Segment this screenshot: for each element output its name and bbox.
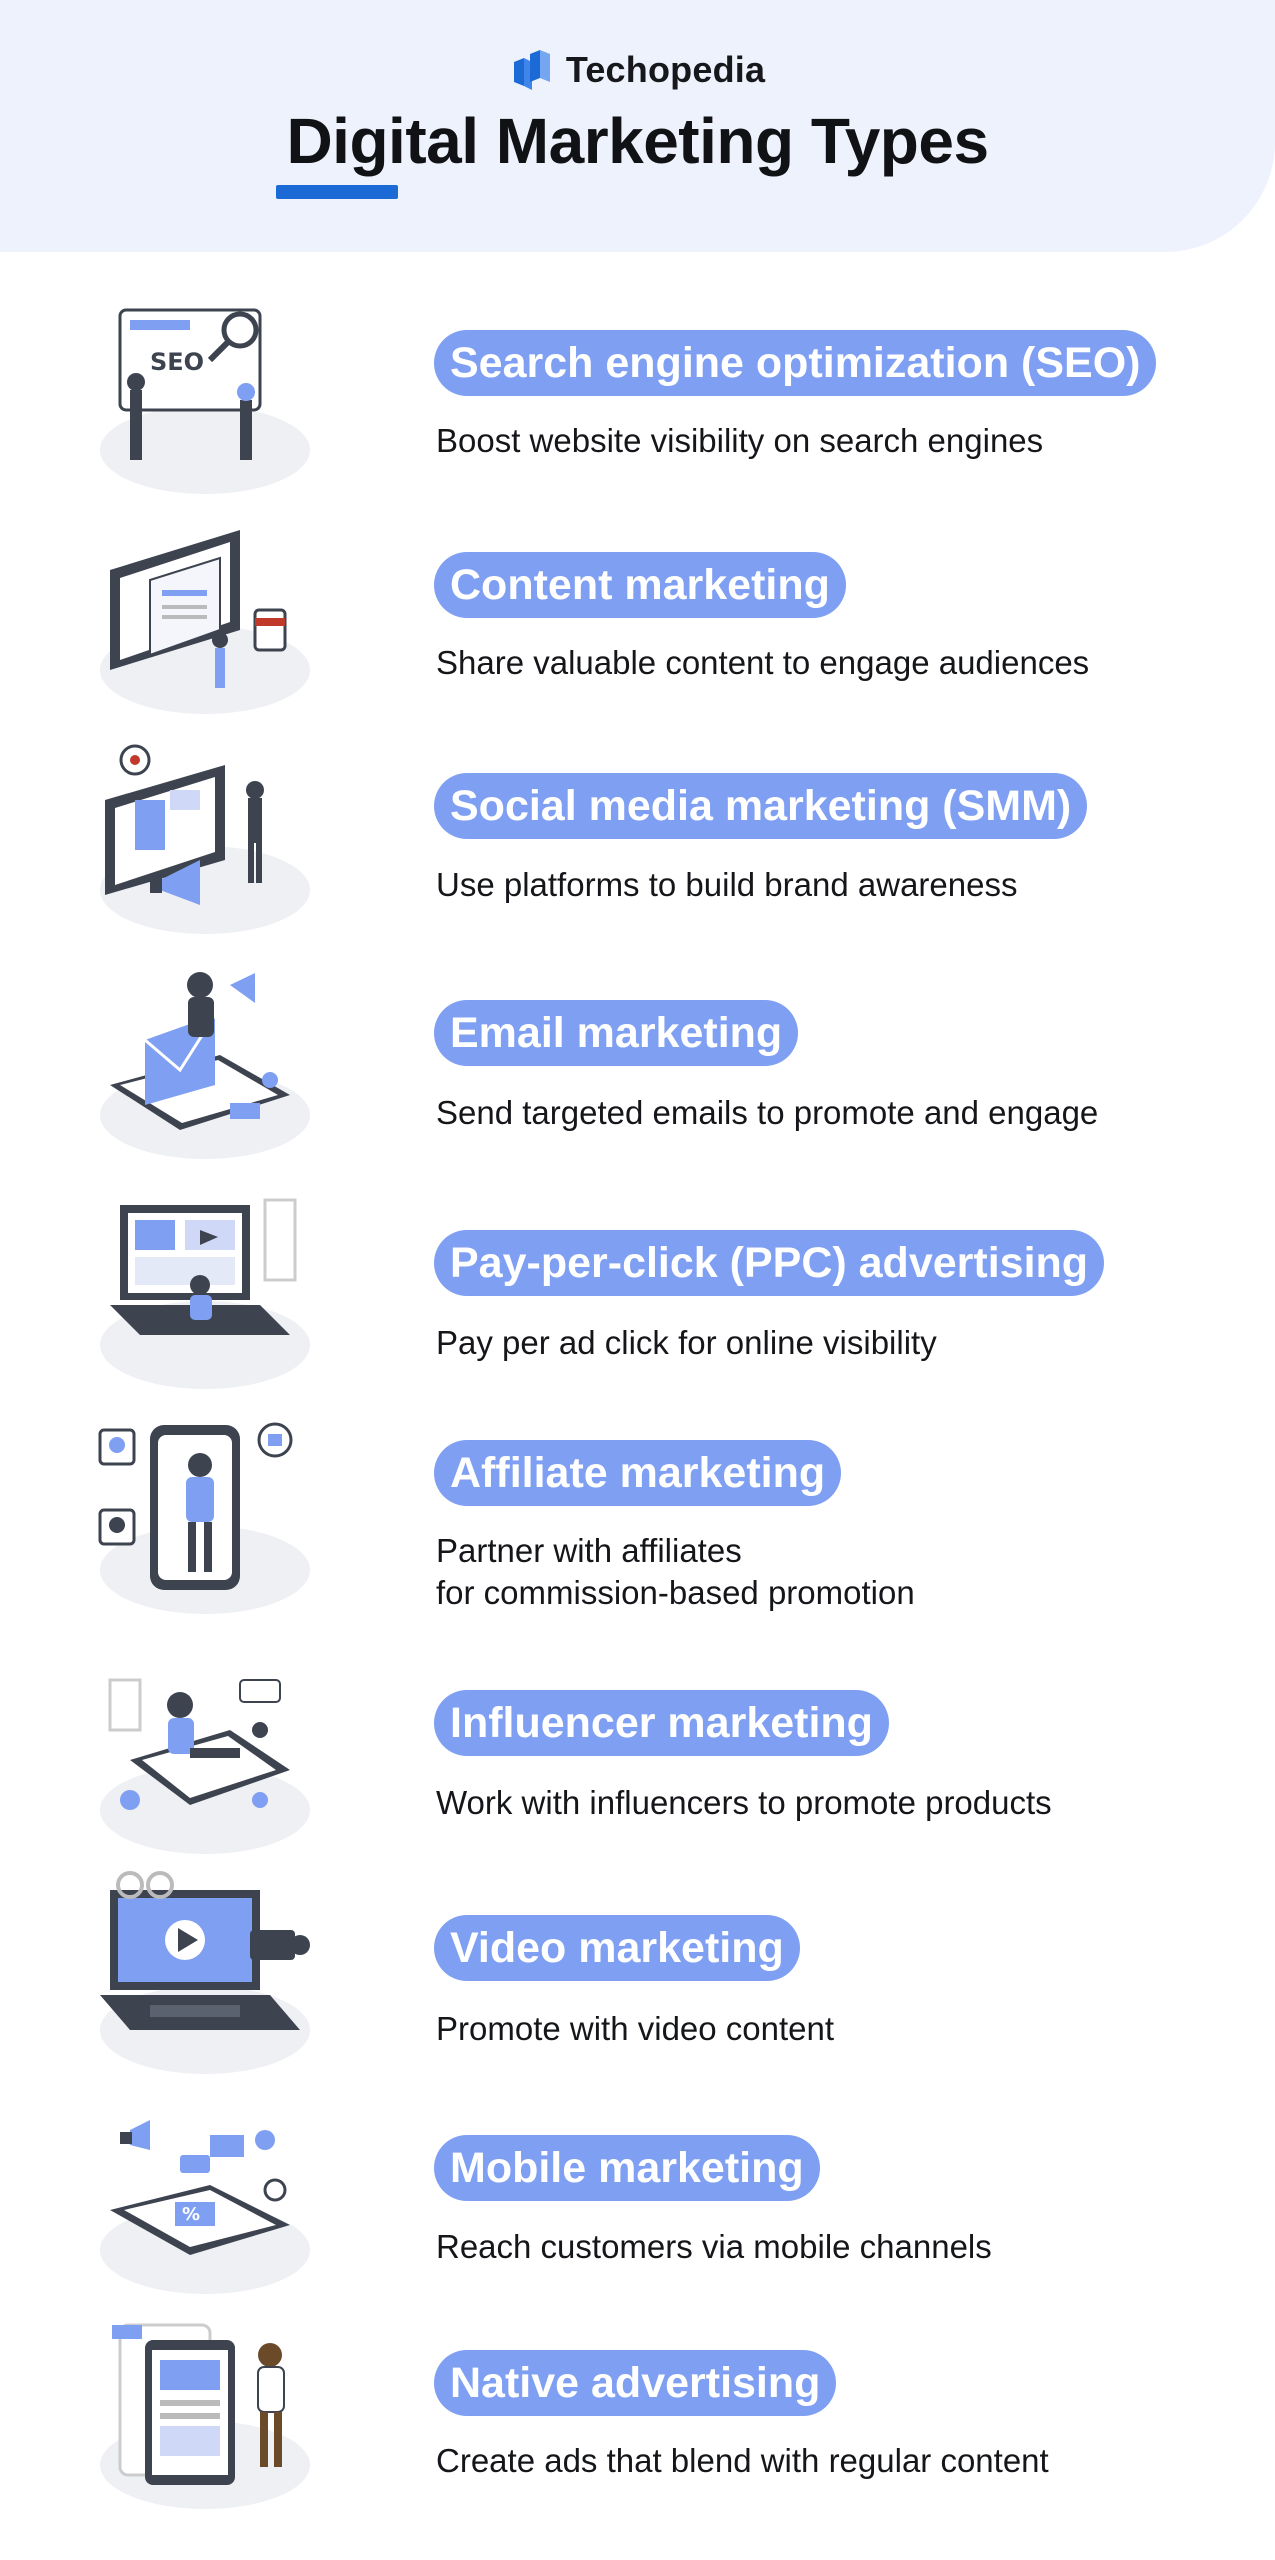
- marketing-type-description: Share valuable content to engage audienc…: [436, 642, 1089, 684]
- brand-name: Techopedia: [565, 49, 766, 90]
- marketing-type-description: Create ads that blend with regular conte…: [436, 2440, 1049, 2482]
- description-line: Reach customers via mobile channels: [436, 2228, 992, 2265]
- description-line: Boost website visibility on search engin…: [436, 422, 1044, 459]
- marketing-type-description: Send targeted emails to promote and enga…: [436, 1092, 1098, 1134]
- brand: Techopedia: [0, 48, 1275, 92]
- marketing-type-label: Native advertising: [434, 2350, 837, 2416]
- description-line: Promote with video content: [436, 2010, 835, 2047]
- description-line: Create ads that blend with regular conte…: [436, 2442, 1049, 2479]
- description-line: Use platforms to build brand awareness: [436, 866, 1018, 903]
- marketing-type-description: Promote with video content: [436, 2008, 834, 2050]
- title-underline: [276, 185, 398, 199]
- marketing-type-label: Search engine optimization (SEO): [434, 330, 1157, 396]
- description-line: for commission-based promotion: [436, 1574, 915, 1611]
- page-title: Digital Marketing Types: [286, 105, 989, 177]
- marketing-type-label: Social media marketing (SMM): [434, 773, 1088, 839]
- content-illustration-icon: [90, 510, 320, 720]
- marketing-type-label: Video marketing: [434, 1915, 800, 1981]
- svg-text:%: %: [182, 2204, 200, 2225]
- svg-text:SEO: SEO: [150, 348, 204, 376]
- marketing-type-label: Content marketing: [434, 552, 846, 618]
- header-background: [0, 0, 1275, 252]
- marketing-type-label: Mobile marketing: [434, 2135, 820, 2201]
- influencer-illustration-icon: [90, 1650, 320, 1860]
- marketing-type-description: Work with influencers to promote product…: [436, 1782, 1052, 1824]
- marketing-type-label: Email marketing: [434, 1000, 799, 1066]
- seo-illustration-icon: SEO: [90, 290, 320, 500]
- marketing-type-description: Reach customers via mobile channels: [436, 2226, 992, 2268]
- description-line: Send targeted emails to promote and enga…: [436, 1094, 1099, 1131]
- social-media-illustration-icon: [90, 730, 320, 940]
- marketing-type-label: Pay-per-click (PPC) advertising: [434, 1230, 1105, 1296]
- native-ads-illustration-icon: [90, 2305, 320, 2515]
- marketing-type-label: Affiliate marketing: [434, 1440, 842, 1506]
- marketing-type-description: Boost website visibility on search engin…: [436, 420, 1043, 462]
- email-illustration-icon: [90, 955, 320, 1165]
- video-illustration-icon: [90, 1870, 320, 2080]
- affiliate-illustration-icon: [90, 1410, 320, 1620]
- techopedia-cube-logo-icon: [513, 50, 550, 90]
- description-line: Partner with affiliates: [436, 1532, 742, 1569]
- description-line: Pay per ad click for online visibility: [436, 1324, 937, 1361]
- marketing-type-description: Partner with affiliates for commission-ba…: [436, 1530, 915, 1614]
- description-line: Work with influencers to promote product…: [436, 1784, 1052, 1821]
- ppc-illustration-icon: [90, 1185, 320, 1395]
- marketing-type-description: Pay per ad click for online visibility: [436, 1322, 937, 1364]
- marketing-type-label: Influencer marketing: [434, 1690, 889, 1756]
- description-line: Share valuable content to engage audienc…: [436, 644, 1090, 681]
- mobile-illustration-icon: %: [90, 2090, 320, 2300]
- marketing-type-description: Use platforms to build brand awareness: [436, 864, 1017, 906]
